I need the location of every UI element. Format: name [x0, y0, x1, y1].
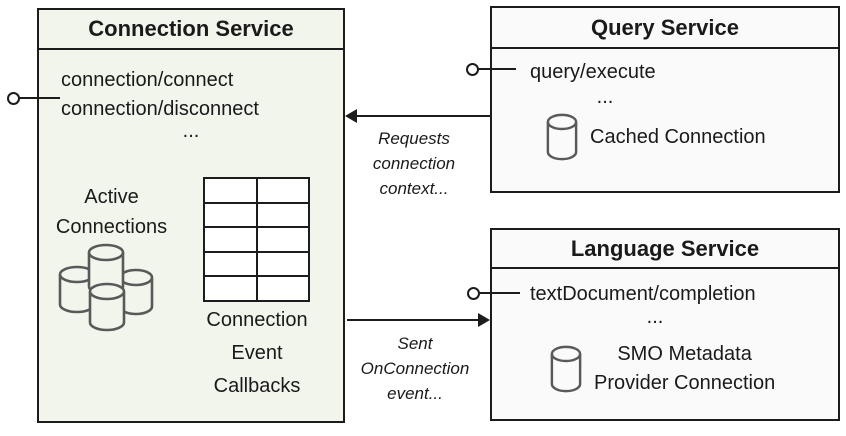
callbacks-line3: Callbacks — [213, 375, 301, 397]
language-service-box: Language Service textDocument/completion… — [490, 228, 840, 421]
method-textdocument-completion: textDocument/completion — [530, 283, 756, 305]
connection-service-title: Connection Service — [39, 10, 343, 50]
callbacks-line1: Connection — [206, 309, 308, 331]
connection-service-box: Connection Service connection/connect co… — [37, 8, 345, 423]
query-methods-ellipsis: ... — [596, 86, 614, 108]
active-connections-line1: Active — [84, 186, 139, 208]
smo-provider-label: SMO Metadata Provider Connection — [594, 340, 775, 398]
requests-line1: Requests — [378, 129, 450, 148]
sent-line2: OnConnection — [360, 359, 470, 378]
table-cell — [205, 203, 256, 227]
cached-connection-label: Cached Connection — [590, 125, 766, 148]
lollipop-stem — [478, 68, 516, 70]
table-cell — [257, 228, 308, 251]
table-cell — [257, 252, 308, 276]
connection-methods-list: connection/connect connection/disconnect — [61, 66, 259, 124]
table-cell — [205, 252, 256, 276]
database-cluster-icon — [58, 243, 154, 332]
method-connection-disconnect: connection/disconnect — [61, 98, 259, 120]
table-cell — [257, 179, 308, 202]
arrow-head-left-icon — [345, 109, 357, 123]
smo-provider-row: SMO Metadata Provider Connection — [550, 340, 775, 398]
database-icon — [546, 113, 578, 161]
sent-line3: event... — [387, 384, 443, 403]
cached-connection-row: Cached Connection — [546, 112, 766, 162]
table-cell — [257, 203, 308, 227]
lollipop-stem — [479, 292, 520, 294]
connection-methods-ellipsis: ... — [182, 120, 200, 142]
requests-line2: connection — [372, 154, 456, 173]
sent-onconnection-annotation: Sent OnConnection event... — [348, 331, 482, 406]
smo-provider-line1: SMO Metadata — [617, 343, 752, 365]
table-cell — [205, 277, 256, 300]
language-service-title: Language Service — [492, 230, 838, 269]
arrow-line — [356, 115, 490, 117]
sent-line1: Sent — [397, 334, 433, 353]
active-connections-label: Active Connections — [39, 182, 184, 242]
smo-provider-line2: Provider Connection — [594, 372, 776, 394]
table-cell — [205, 228, 256, 251]
connection-event-callbacks-label: Connection Event Callbacks — [187, 304, 327, 403]
active-connections-line2: Connections — [55, 216, 168, 238]
arrow-line — [347, 319, 478, 321]
callbacks-table-icon — [203, 177, 310, 302]
query-service-box: Query Service query/execute ... Cached C… — [490, 6, 840, 193]
language-methods-ellipsis: ... — [646, 306, 664, 328]
database-icon — [550, 345, 582, 393]
table-cell — [205, 179, 256, 202]
arrow-head-right-icon — [478, 313, 490, 327]
requests-connection-annotation: Requests connection context... — [348, 126, 480, 201]
query-service-title: Query Service — [492, 8, 838, 49]
requests-line3: context... — [379, 179, 449, 198]
table-cell — [257, 277, 308, 300]
lollipop-stem — [19, 97, 60, 99]
callbacks-line2: Event — [231, 342, 283, 364]
method-connection-connect: connection/connect — [61, 69, 234, 91]
method-query-execute: query/execute — [530, 61, 656, 83]
